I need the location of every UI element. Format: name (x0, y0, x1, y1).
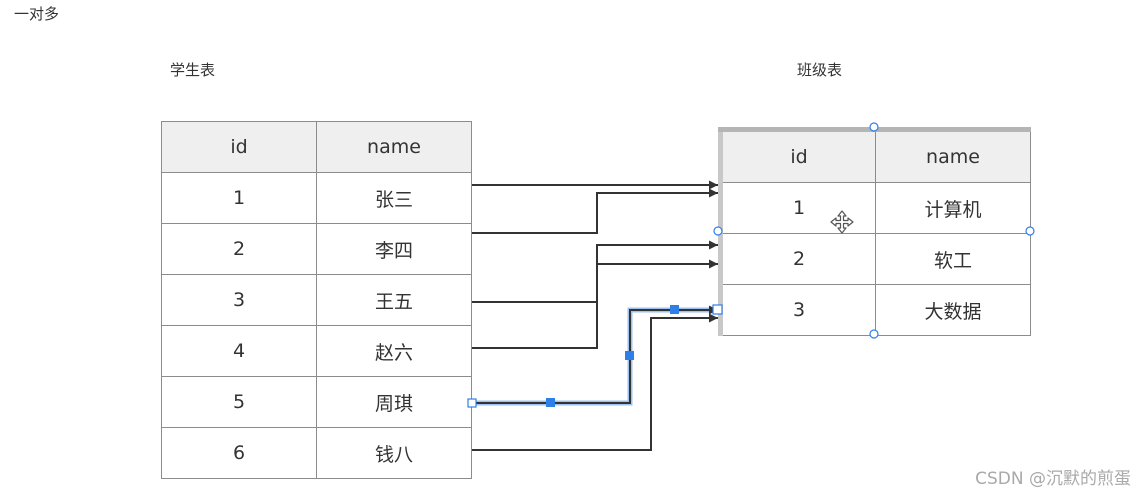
selected-relation-connector[interactable] (472, 305, 718, 404)
column-header-id: id (718, 127, 876, 183)
table-header-row: id name (161, 121, 472, 173)
column-header-id: id (161, 121, 317, 173)
move-cursor-icon (830, 210, 854, 234)
table-row[interactable]: 1 张三 (161, 172, 472, 224)
cell-name: 王五 (316, 274, 472, 326)
table-row[interactable]: 2 软工 (718, 233, 1031, 285)
relation-connector[interactable] (472, 259, 718, 349)
cell-id: 1 (161, 172, 317, 224)
students-table[interactable]: id name 1 张三 2 李四 3 王五 4 赵六 5 周琪 6 钱八 (161, 121, 472, 479)
connector-segment-handle[interactable] (546, 398, 555, 407)
students-table-title: 学生表 (170, 61, 216, 79)
connector-segment-handle[interactable] (670, 305, 679, 314)
table-row[interactable]: 5 周琪 (161, 376, 472, 428)
relation-connector[interactable] (472, 188, 718, 234)
table-header-row: id name (718, 127, 1031, 183)
column-header-name: name (875, 127, 1031, 183)
cell-name: 钱八 (316, 427, 472, 479)
connector-end-handle[interactable] (712, 304, 723, 315)
table-row[interactable]: 3 王五 (161, 274, 472, 326)
cell-id: 5 (161, 376, 317, 428)
resize-handle[interactable] (869, 329, 879, 339)
resize-handle[interactable] (869, 122, 879, 132)
table-row[interactable]: 2 李四 (161, 223, 472, 275)
cell-name: 大数据 (875, 284, 1031, 336)
page-title: 一对多 (14, 5, 60, 23)
watermark: CSDN @沉默的煎蛋 (975, 469, 1131, 489)
cell-id: 3 (718, 284, 876, 336)
cell-name: 李四 (316, 223, 472, 275)
table-row[interactable]: 3 大数据 (718, 284, 1031, 336)
cell-name: 周琪 (316, 376, 472, 428)
resize-handle[interactable] (713, 226, 723, 236)
table-row[interactable]: 6 钱八 (161, 427, 472, 479)
resize-handle[interactable] (1025, 226, 1035, 236)
connector-segment-handle[interactable] (625, 351, 634, 360)
selected-connector-halo (472, 307, 718, 406)
classes-table-title: 班级表 (797, 61, 843, 79)
cell-name: 赵六 (316, 325, 472, 377)
classes-table[interactable]: id name 1 计算机 2 软工 3 大数据 (718, 127, 1031, 336)
relation-connector[interactable] (472, 313, 718, 451)
cell-name: 计算机 (875, 182, 1031, 234)
cell-name: 张三 (316, 172, 472, 224)
table-row[interactable]: 4 赵六 (161, 325, 472, 377)
cell-id: 2 (161, 223, 317, 275)
relation-connector[interactable] (472, 240, 718, 303)
connector-end-handle[interactable] (467, 398, 477, 408)
column-header-name: name (316, 121, 472, 173)
